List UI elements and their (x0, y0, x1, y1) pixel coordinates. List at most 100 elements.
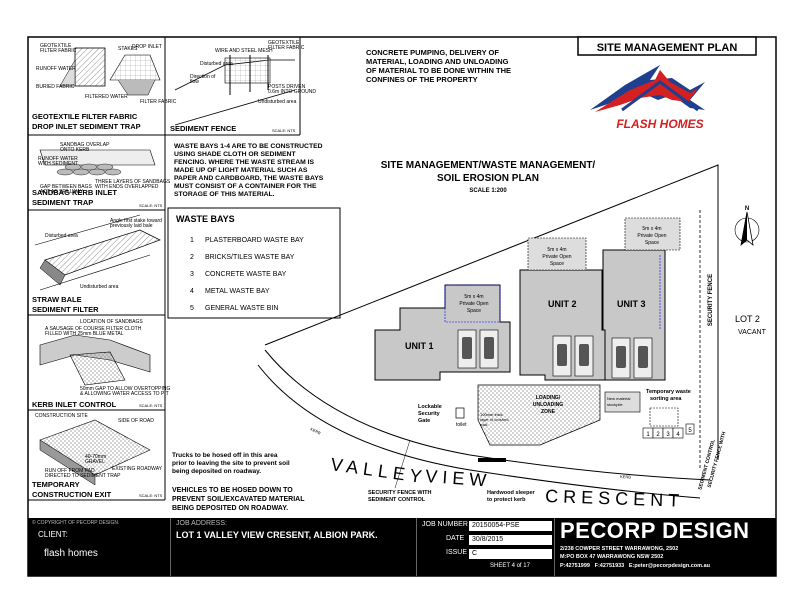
waste-bay-num: 1 (190, 237, 194, 244)
flash-homes-logo: FLASH HOMES (590, 65, 705, 131)
street-crescent: CRESCENT (545, 486, 685, 511)
gate-label-2: Security (418, 411, 441, 417)
security-fence-label: SECURITY FENCE (708, 274, 714, 326)
pos-1-line3: Space (467, 308, 481, 314)
svg-text:DROP INLET: DROP INLET (132, 44, 162, 50)
sheet-border (27, 36, 777, 577)
svg-text:WITH ENDS OVERLAPPED: WITH ENDS OVERLAPPED (95, 184, 159, 190)
svg-text:RUNOFF WATER: RUNOFF WATER (38, 156, 78, 162)
detail-straw-bale: Disturbed area Undisturbed area Angle fi… (34, 214, 162, 291)
waste-note-6: MUST CONSIST OF A CONTAINER FOR THE (174, 183, 317, 190)
waste-note-1: WASTE BAYS 1-4 ARE TO BE CONSTRUCTED (174, 143, 323, 150)
svg-text:RUNOFF WATER: RUNOFF WATER (36, 66, 76, 72)
svg-text:STAKES: STAKES (118, 46, 138, 52)
pos-2-line1: 5m x 4m (547, 247, 566, 253)
svg-text:previously laid bale: previously laid bale (110, 223, 153, 229)
straw-bale-title-2: SEDIMENT FILTER (32, 305, 99, 314)
company-name: PECORP DESIGN (560, 518, 750, 543)
waste-bays-list: 1 PLASTERBOARD WASTE BAY 2 BRICKS/TILES … (190, 237, 304, 312)
bay-number: 1 (646, 432, 650, 438)
waste-bays-box (167, 207, 341, 319)
detail-sediment-fence: WIRE AND STEEL MESH GEOTEXTILE FILTER FA… (174, 40, 316, 126)
sec-fence-sed-1: SECURITY FENCE WITH (368, 490, 431, 496)
detail-construction-exit: CONSTRUCTION SITE SIDE OF ROAD 40-70mm G… (35, 413, 163, 486)
svg-text:flow: flow (190, 79, 199, 85)
pumping-note-3: OF MATERIAL TO BE DONE WITHIN THE (366, 66, 511, 75)
client-value: flash homes (44, 548, 98, 559)
email: E:peter@pecorpdesign.com.au (628, 563, 711, 569)
svg-text:DIRECTED TO SEDIMENT TRAP: DIRECTED TO SEDIMENT TRAP (45, 473, 121, 479)
pumping-note-4: CONFINES OF THE PROPERTY (366, 75, 478, 84)
bay-number: 4 (676, 432, 680, 438)
svg-text:SANDBAG OVERLAP: SANDBAG OVERLAP (60, 142, 110, 148)
waste-bays-title: WASTE BAYS (176, 214, 235, 224)
job-number-label: JOB NUMBER (422, 521, 468, 528)
logo-text: FLASH HOMES (616, 117, 703, 131)
north-label: N (745, 206, 749, 212)
copyright: © COPYRIGHT OF PECORP DESIGN. (32, 520, 120, 526)
scale-nts-1: SCALE: NTS (272, 128, 296, 133)
date-value: 30/8/2015 (469, 535, 552, 545)
trucks-note-1: Trucks to be hosed off in this area (172, 452, 278, 459)
svg-text:RUN OFF FROM PAD: RUN OFF FROM PAD (45, 468, 95, 474)
trucks-note-2: prior to leaving the site to prevent soi… (172, 460, 290, 467)
issue-value: C (469, 549, 552, 559)
svg-text:GRAVEL: GRAVEL (85, 459, 105, 465)
geotextile-title-1: GEOTEXTILE FILTER FABRIC (32, 112, 138, 121)
main-title-2: SOIL EROSION PLAN (437, 173, 539, 184)
svg-text:FILTER FABRIC: FILTER FABRIC (268, 45, 305, 51)
svg-text:GEOTEXTILE: GEOTEXTILE (268, 40, 300, 46)
kerb-label-2: KERB (620, 474, 631, 480)
waste-note-5: PAPER AND CARDBOARD, THE WASTE BAYS (174, 175, 324, 182)
svg-text:& ALLOWING WATER ACCESS TO PIT: & ALLOWING WATER ACCESS TO PIT (80, 391, 169, 397)
waste-bay-label: BRICKS/TILES WASTE BAY (205, 254, 295, 261)
svg-text:Disturbed area: Disturbed area (45, 233, 78, 239)
sheet-of: of (516, 563, 522, 569)
hardwood-1: Hardwood sleeper (487, 490, 536, 496)
loading-zone (477, 384, 601, 446)
waste-bay-label: GENERAL WASTE BIN (205, 305, 278, 312)
svg-text:A SAUSAGE OF COURSE FILTER CLO: A SAUSAGE OF COURSE FILTER CLOTH (45, 326, 142, 332)
job-address-value: LOT 1 VALLEY VIEW CRESENT, ALBION PARK. (176, 530, 378, 540)
address-2: M:PO BOX 47 WARRAWONG NSW 2502 (560, 554, 664, 560)
vacant-label: VACANT (738, 329, 767, 336)
waste-bay-num: 3 (190, 271, 194, 278)
unit-2-label: UNIT 2 (548, 299, 577, 309)
crushed-rock-2: layer of crushed (480, 417, 508, 422)
scale-nts-4: SCALE: NTS (139, 493, 163, 498)
svg-text:ACT AS SPILLWAY: ACT AS SPILLWAY (40, 189, 84, 195)
sorting-area (649, 407, 679, 427)
scale-nts-2: SCALE: NTS (139, 203, 163, 208)
svg-text:CONSTRUCTION SITE: CONSTRUCTION SITE (35, 413, 88, 419)
loading-zone-1: LOADING/ (536, 395, 561, 401)
pos-1-line2: Private Open (459, 301, 488, 307)
pos-3-line3: Space (645, 240, 659, 246)
gate-label-3: Gate (418, 418, 430, 424)
svg-text:WITH SEDIMENT: WITH SEDIMENT (38, 161, 78, 167)
crushed-rock-3: rock (480, 422, 488, 427)
contact-line: P:42751999 F:42751933 E:peter@pecorpdesi… (560, 563, 710, 569)
fax: F:42751933 (594, 563, 625, 569)
svg-text:Angle first stake toward: Angle first stake toward (110, 218, 162, 224)
svg-text:GAP BETWEEN BAGS: GAP BETWEEN BAGS (40, 184, 93, 190)
lot-2-label: LOT 2 (735, 314, 760, 324)
waste-bay-num: 4 (190, 288, 194, 295)
pos-3-line2: Private Open (637, 233, 666, 239)
vehicles-note-2: PREVENT SOIL/EXCAVATED MATERIAL (172, 496, 305, 503)
title-block: © COPYRIGHT OF PECORP DESIGN. CLIENT: fl… (28, 518, 776, 576)
scale-nts-3: SCALE: NTS (139, 403, 163, 408)
waste-note-3: FENCING. WHERE THE WASTE STREAM IS (174, 159, 315, 166)
detail-geotextile-drop-inlet: GEOTEXTILE FILTER FABRIC STAKES DROP INL… (36, 43, 177, 105)
building-unit-2 (519, 237, 606, 381)
detail-kerb-inlet: LOCATION OF SANDBAGS A SAUSAGE OF COURSE… (39, 319, 171, 397)
pos-2-line3: Space (550, 261, 564, 267)
date-label: DATE (446, 535, 465, 542)
kerb-line-inner (257, 364, 701, 499)
kerb-label-1: KERB (310, 426, 322, 435)
loading-zone-2: UNLOADING (533, 402, 563, 408)
phone: P:42751999 (560, 563, 590, 569)
svg-text:BURIED FABRIC: BURIED FABRIC (36, 84, 75, 90)
vehicles-note-1: VEHICLES TO BE HOSED DOWN TO (172, 487, 293, 494)
waste-note-7: STORAGE OF THIS MATERIAL. (174, 191, 275, 198)
